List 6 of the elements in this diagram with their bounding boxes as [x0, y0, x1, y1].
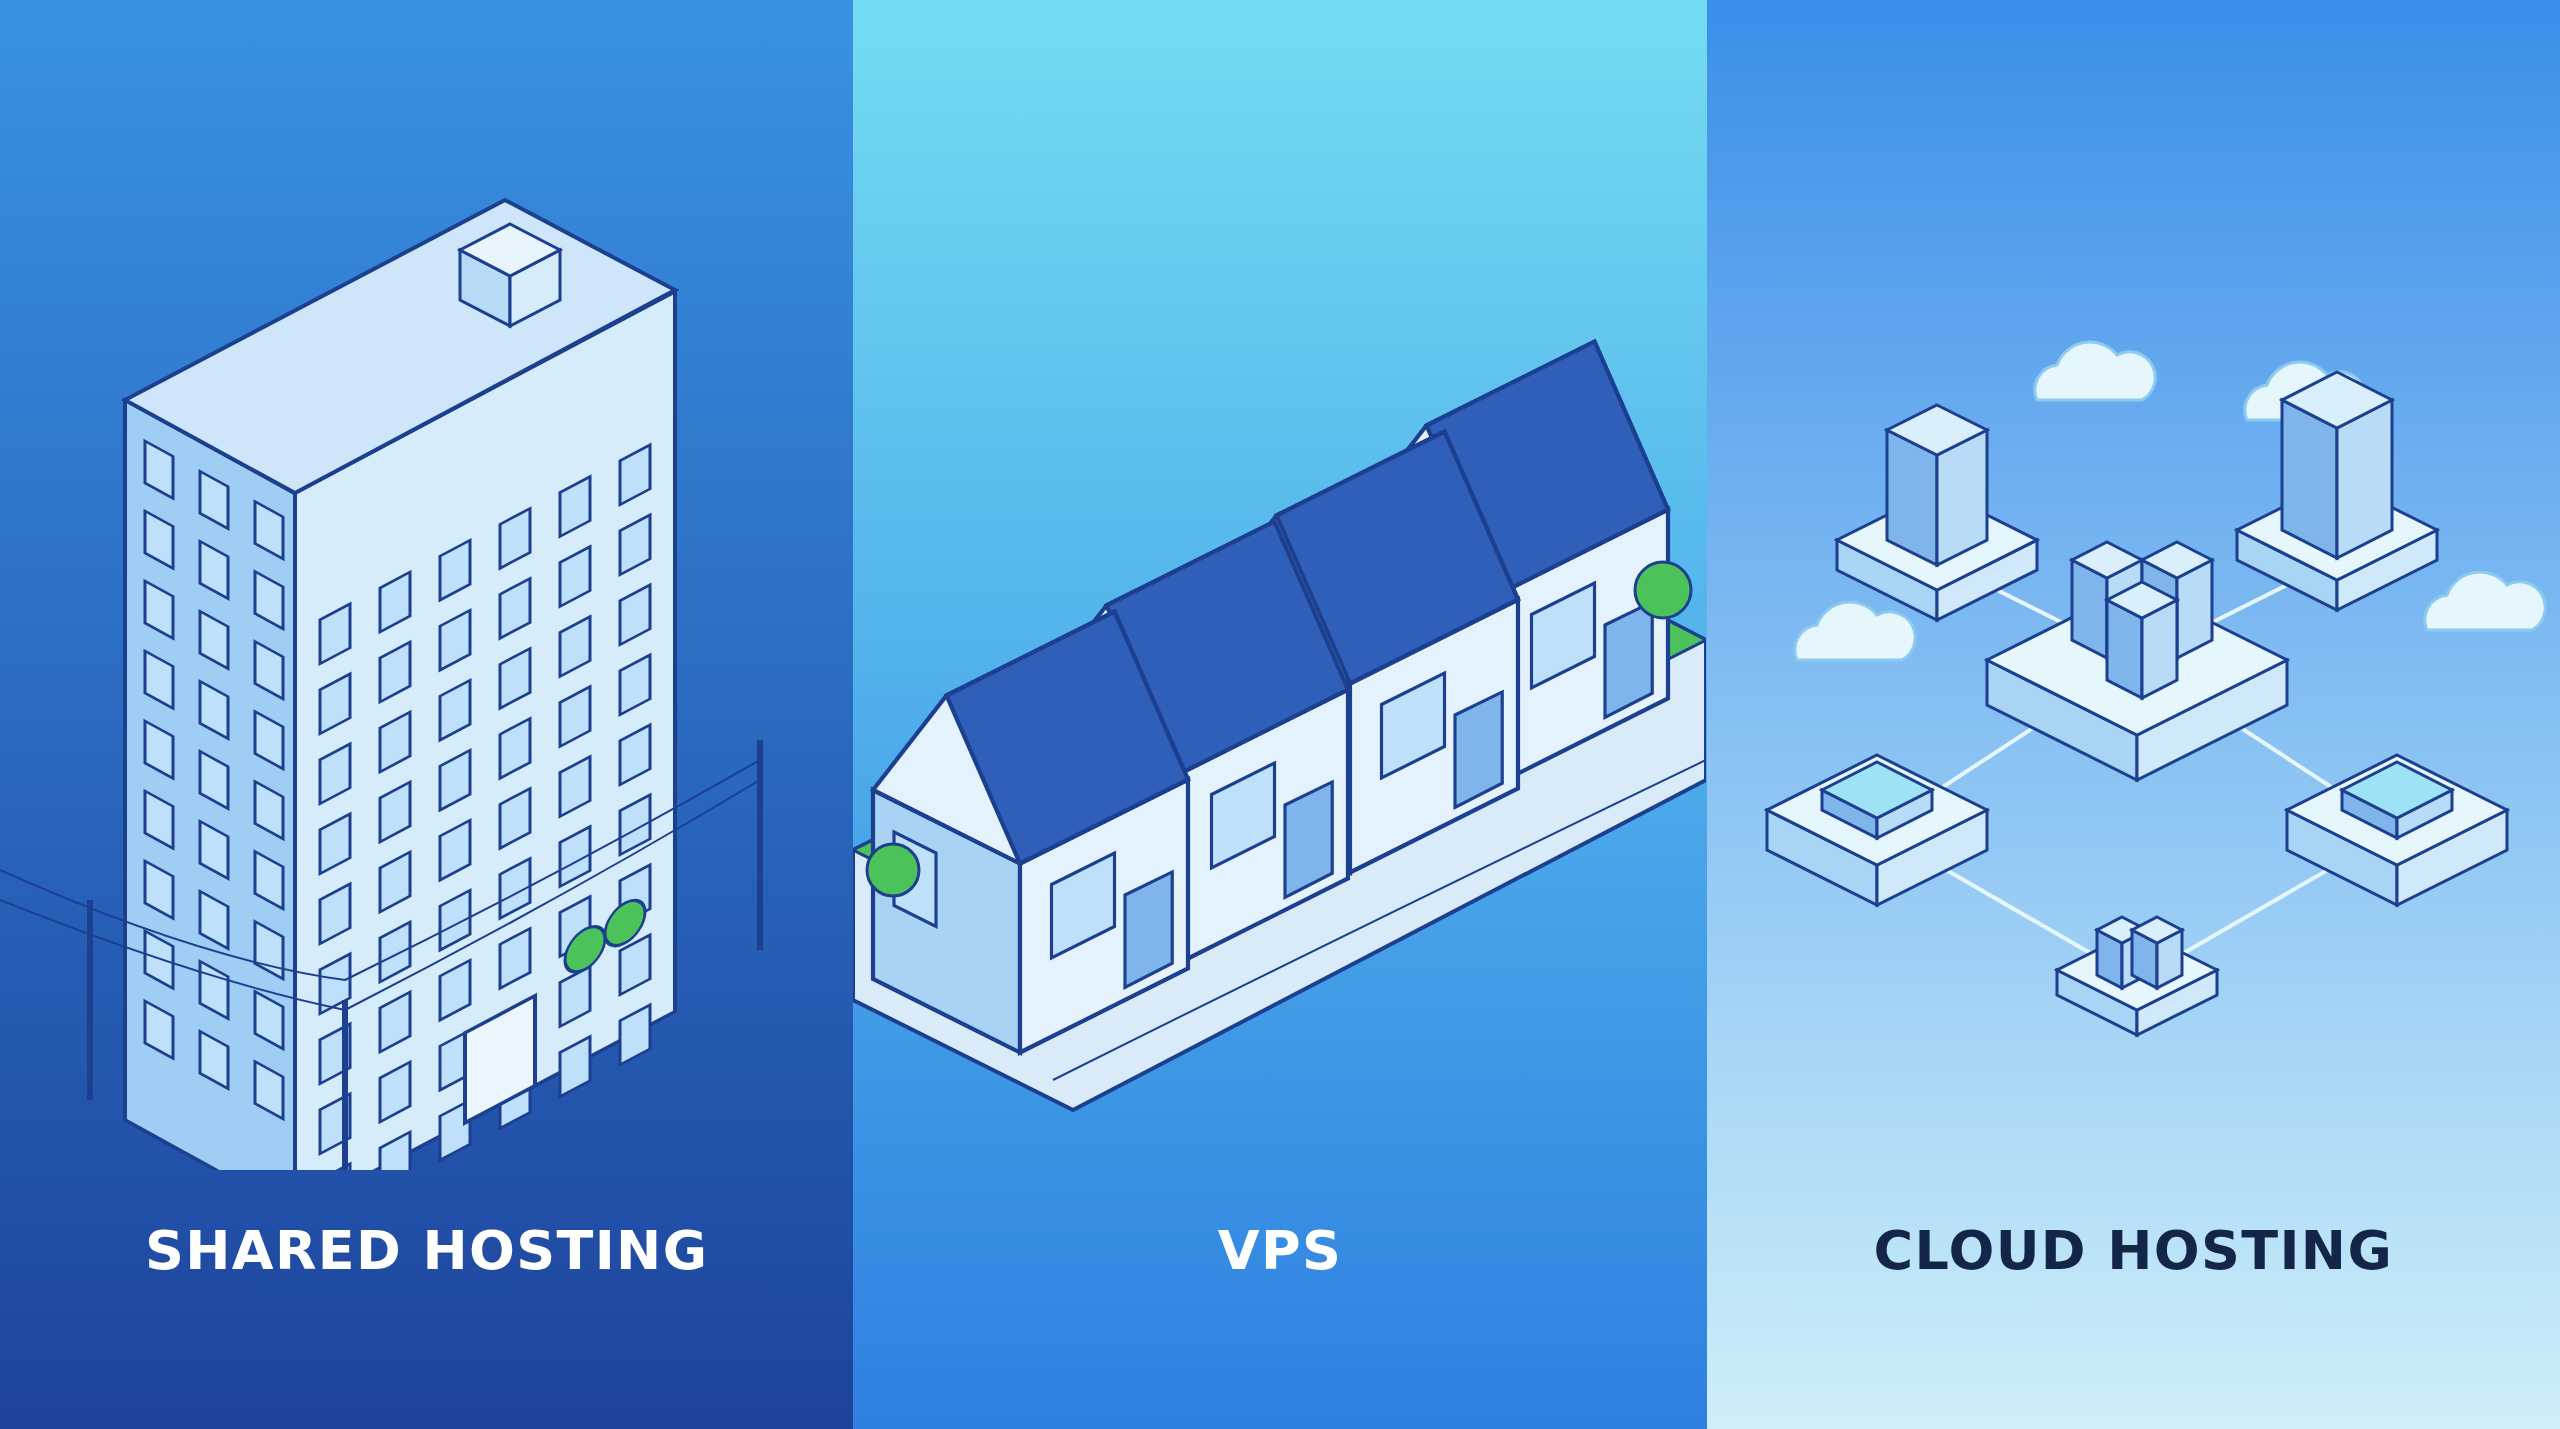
panel [1706, 0, 2560, 1429]
panel-title: SHARED HOSTING [145, 1218, 709, 1284]
panel-title: VPS [1217, 1218, 1343, 1284]
panel-title: CLOUD HOSTING [1873, 1218, 2394, 1284]
panel [853, 0, 1707, 1429]
panel [0, 0, 854, 1429]
